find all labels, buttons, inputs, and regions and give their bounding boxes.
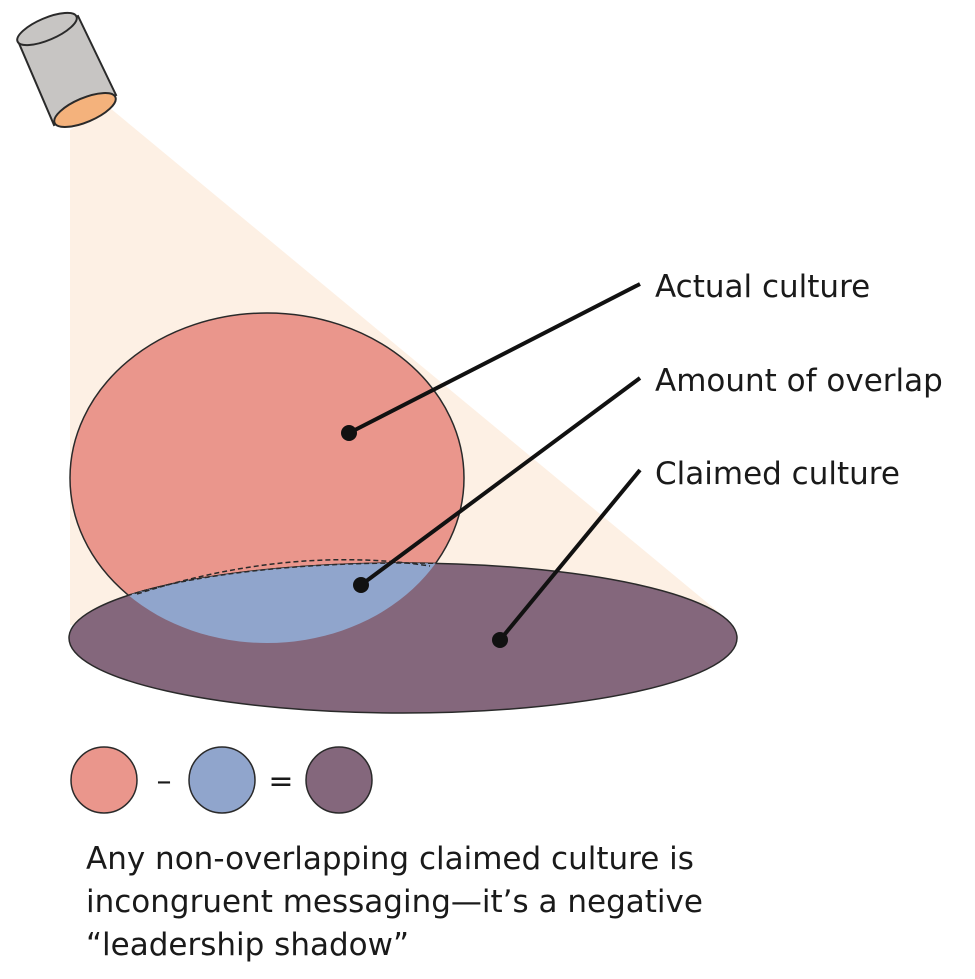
caption-line-2: incongruent messaging—it’s a negative <box>86 884 703 920</box>
equals-sign: = <box>268 764 293 799</box>
label-claimed-culture: Claimed culture <box>655 456 900 492</box>
legend-actual-culture-circle <box>70 746 138 814</box>
legend-claimed-culture-circle <box>305 746 373 814</box>
legend-overlap-circle <box>188 746 256 814</box>
label-actual-culture: Actual culture <box>655 269 870 305</box>
minus-sign: – <box>157 764 172 799</box>
caption-line-1: Any non-overlapping claimed culture is <box>86 841 694 877</box>
leader-line-claimed <box>492 468 642 648</box>
spotlight-icon <box>16 11 118 128</box>
caption-line-3: “leadership shadow” <box>86 927 410 963</box>
caption: Any non-overlapping claimed culture is i… <box>86 838 966 967</box>
leader-line-actual <box>341 282 641 441</box>
leader-line-overlap <box>353 376 642 593</box>
label-amount-of-overlap: Amount of overlap <box>655 363 943 399</box>
